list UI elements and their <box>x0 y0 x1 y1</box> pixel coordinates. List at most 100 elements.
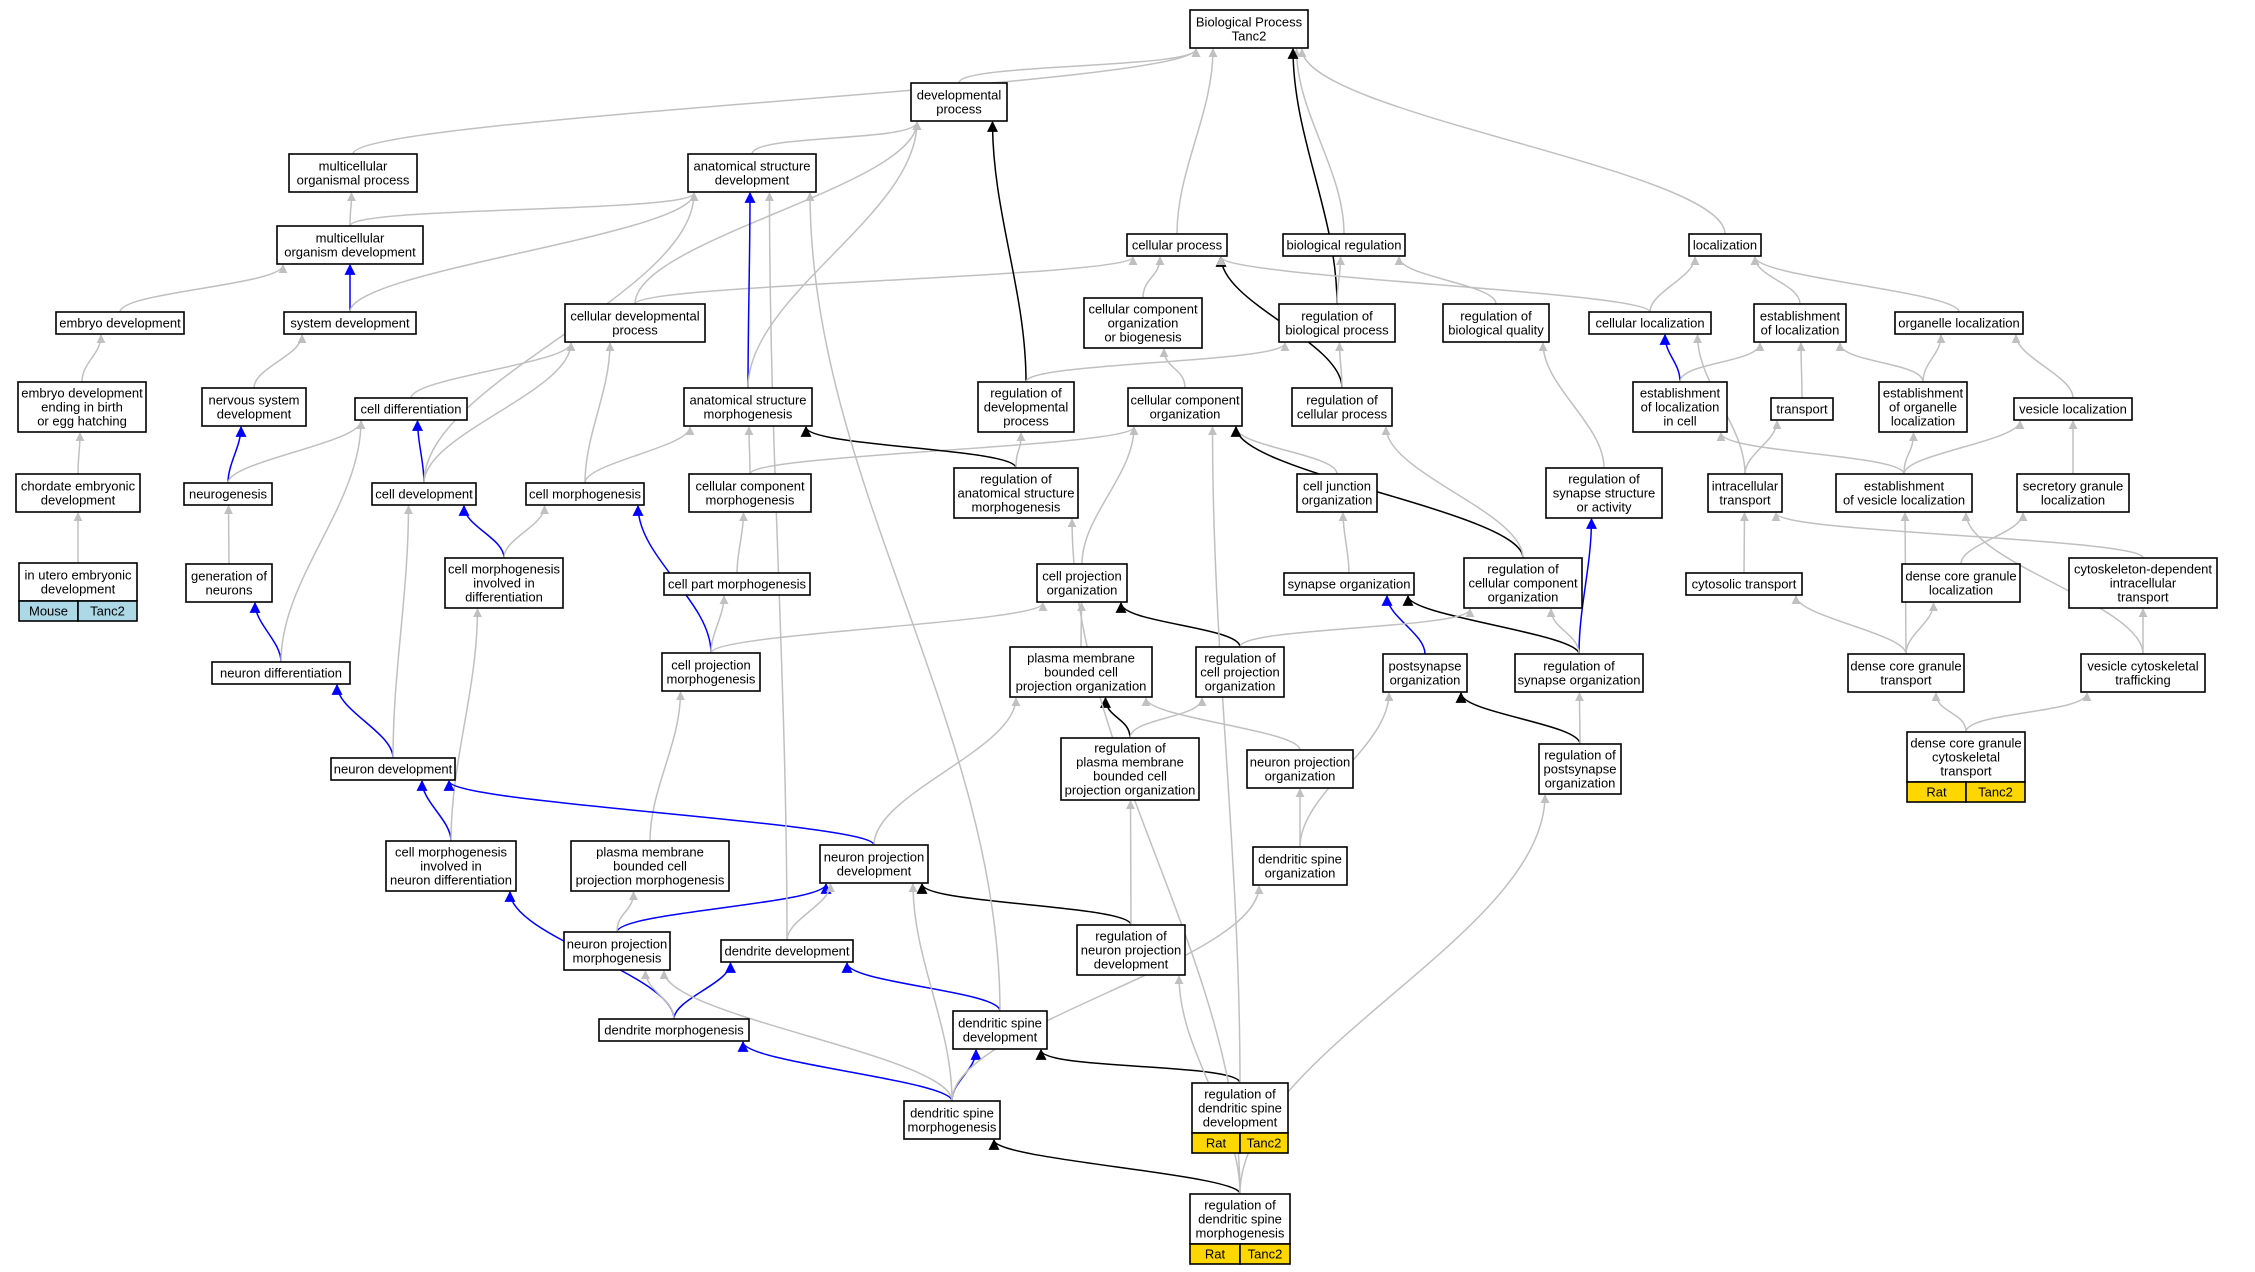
go-term-node-cellproc[interactable]: cellular process <box>1126 233 1228 257</box>
go-term-node-celldev[interactable]: cell development <box>371 482 477 506</box>
go-term-node-loc[interactable]: localization <box>1688 233 1762 257</box>
node-label-line: dendrite morphogenesis <box>604 1023 744 1038</box>
node-label-line: bounded cell <box>1093 769 1167 784</box>
go-term-node-cytotrans[interactable]: cytosolic transport <box>1685 572 1803 596</box>
go-term-node-transport[interactable]: transport <box>1770 397 1834 421</box>
go-term-node-neurdev[interactable]: neuron development <box>330 757 456 781</box>
edge-npdev-to-neurdev <box>443 779 875 846</box>
go-term-node-embryodev[interactable]: embryo development <box>55 311 185 335</box>
go-term-node-sysdev[interactable]: system development <box>283 311 417 335</box>
edge-dcgcyto-to-vescyto <box>1965 692 2092 733</box>
node-label-line: Biological Process <box>1196 15 1303 30</box>
go-term-node-cellloc[interactable]: cellular localization <box>1588 311 1712 335</box>
go-term-node-orgloc[interactable]: organelle localization <box>1894 311 2024 335</box>
node-box <box>977 381 1075 433</box>
edge-vesloc-to-orgloc <box>2011 334 2074 399</box>
go-term-node-celldiff[interactable]: cell differentiation <box>354 397 468 421</box>
go-term-node-bioreg[interactable]: biological regulation <box>1282 233 1406 257</box>
node-label-line: establishment <box>1640 386 1721 401</box>
edge-regcpo-to-cpo <box>1115 601 1241 648</box>
node-label: synapse organization <box>1288 577 1411 592</box>
edge-neurogenesis-to-celldiff <box>227 420 366 484</box>
node-label-line: regulation of <box>1306 393 1378 408</box>
go-term-node-synorg[interactable]: synapse organization <box>1283 572 1415 596</box>
edge-estorgloc-to-orgloc <box>1922 334 1946 383</box>
edge-loc-to-bp <box>1297 48 1726 235</box>
go-term-node-denmorph[interactable]: dendrite morphogenesis <box>598 1018 750 1042</box>
edge-orgloc-to-loc <box>1750 256 1960 313</box>
node-label-line: organismal process <box>297 173 410 188</box>
go-term-node-neurogenesis[interactable]: neurogenesis <box>183 482 273 506</box>
node-label-line: synapse structure <box>1553 486 1656 501</box>
go-term-node-cellpartmorph[interactable]: cell part morphogenesis <box>663 572 811 596</box>
node-box <box>819 844 929 884</box>
node-label-line: cytosolic transport <box>1692 577 1797 592</box>
node-label-line: regulation of <box>1204 651 1276 666</box>
edge-dcgcyto-to-dcgtrans <box>1931 692 1967 733</box>
go-term-node-dendev[interactable]: dendrite development <box>720 939 854 963</box>
go-term-node-cellmorph[interactable]: cell morphogenesis <box>525 482 645 506</box>
go-term-node-neurdiff[interactable]: neuron differentiation <box>211 661 351 685</box>
go-term-node-vesloc[interactable]: vesicle localization <box>2013 397 2133 421</box>
node-box <box>211 661 351 685</box>
